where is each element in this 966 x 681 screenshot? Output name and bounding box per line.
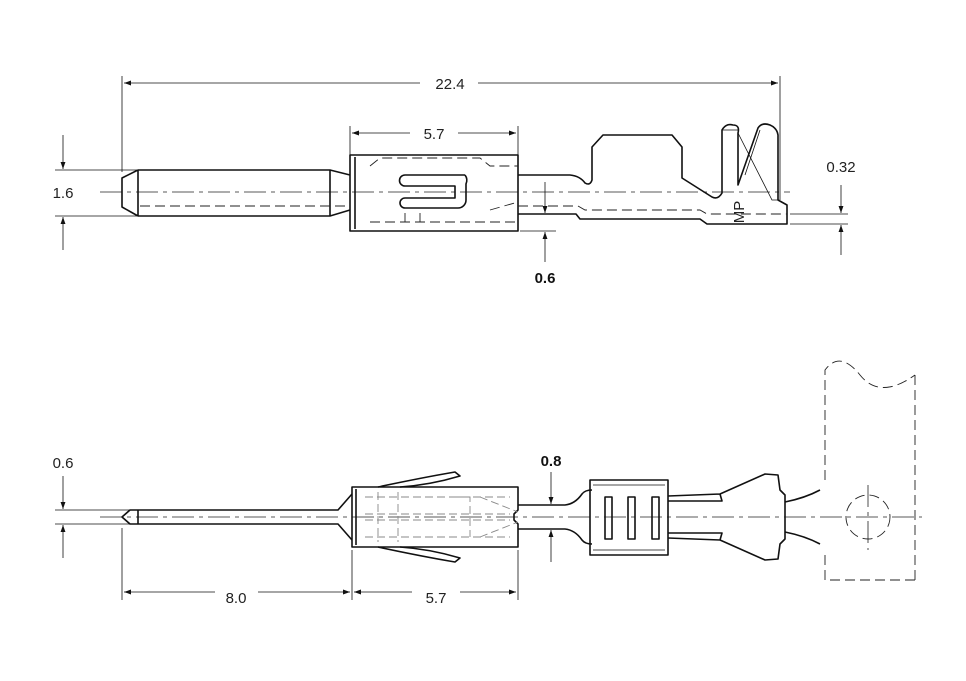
dim-housing-length-top: 5.7 — [424, 126, 445, 143]
barrel-slot — [627, 496, 636, 540]
insulation-wings — [667, 473, 786, 561]
barrel-slot — [651, 496, 660, 540]
top-view: MP 22.4 5.7 1.6 0.6 0.32 — [53, 76, 856, 287]
dim-material-thickness: 0.32 — [826, 159, 855, 176]
latch-slot — [398, 174, 468, 209]
crimp-outline — [518, 123, 788, 225]
dim-neck-height: 0.6 — [535, 270, 556, 287]
marking-text: MP — [731, 201, 748, 224]
dim-neck-width: 0.8 — [541, 453, 562, 470]
housing-outline — [349, 154, 519, 232]
dim-housing-length-bottom: 5.7 — [426, 590, 447, 607]
dim-pin-width: 0.6 — [53, 455, 74, 472]
dim-pin-length: 8.0 — [226, 590, 247, 607]
pin-outline — [121, 169, 351, 217]
crimp-barrel — [589, 479, 669, 556]
barrel-slot — [604, 496, 613, 540]
bottom-view: 0.6 0.8 8.0 5.7 — [53, 360, 922, 607]
dim-pin-diameter: 1.6 — [53, 185, 74, 202]
carrier-strip — [824, 360, 916, 581]
dim-overall-length: 22.4 — [435, 76, 464, 93]
